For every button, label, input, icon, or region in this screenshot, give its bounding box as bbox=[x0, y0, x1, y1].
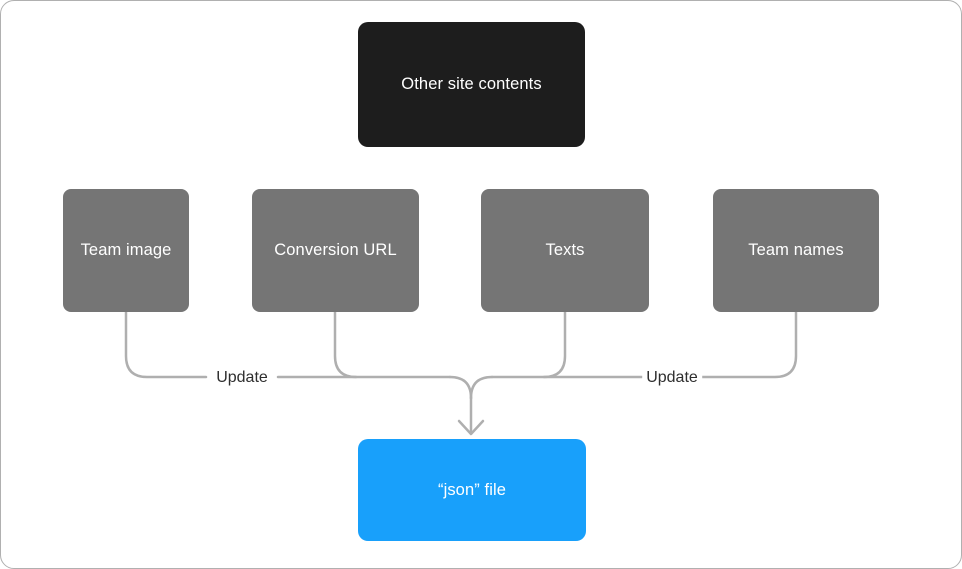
node-label: Other site contents bbox=[401, 75, 542, 94]
node-label: Team names bbox=[748, 241, 844, 260]
node-label: Texts bbox=[545, 241, 585, 260]
edge-merge-left bbox=[448, 375, 473, 400]
edge-team-image bbox=[124, 310, 208, 379]
edge-label-update-left: Update bbox=[212, 369, 272, 387]
node-texts: Texts bbox=[481, 189, 649, 312]
edge-team-names bbox=[700, 310, 798, 379]
node-other-site-contents: Other site contents bbox=[358, 22, 585, 147]
node-json-file: “json” file bbox=[358, 439, 586, 541]
node-team-image: Team image bbox=[63, 189, 189, 312]
arrowhead-down-icon bbox=[457, 419, 485, 436]
edge-texts bbox=[542, 310, 567, 379]
node-label: Conversion URL bbox=[274, 241, 397, 260]
node-conversion-url: Conversion URL bbox=[252, 189, 419, 312]
edge-merge-right bbox=[469, 375, 494, 400]
edge-label-update-right: Update bbox=[642, 369, 702, 387]
edge-conversion-url bbox=[333, 310, 358, 379]
node-team-names: Team names bbox=[713, 189, 879, 312]
node-label: Team image bbox=[80, 241, 172, 260]
node-label: “json” file bbox=[437, 480, 507, 499]
